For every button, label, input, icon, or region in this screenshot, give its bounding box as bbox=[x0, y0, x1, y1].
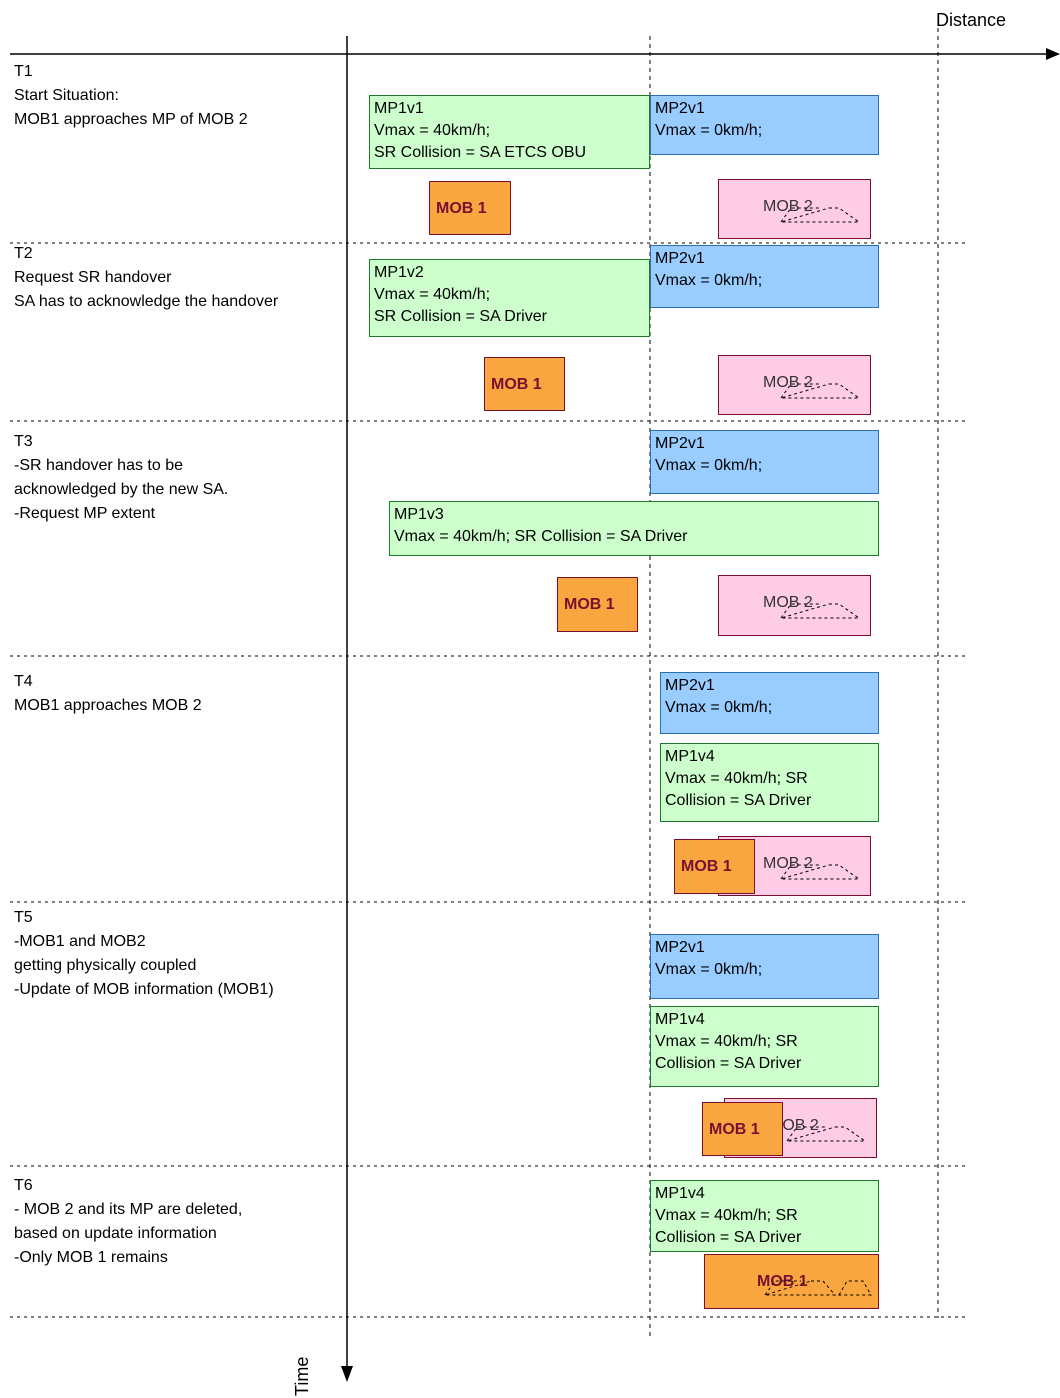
mob1-vehicle: MOB 1 bbox=[674, 839, 755, 894]
distance-axis-arrow bbox=[1046, 48, 1060, 60]
mob-label: MOB 2 bbox=[763, 198, 813, 215]
phase-description: -SR handover has to be acknowledged by t… bbox=[14, 457, 229, 522]
mob2-vehicle: MOB 2 bbox=[718, 355, 871, 415]
mob-label: MOB 1 bbox=[681, 858, 732, 875]
vehicle-outline-icon bbox=[780, 383, 861, 399]
mob-label: MOB 1 bbox=[436, 200, 487, 217]
mp1-box: MP1v2 Vmax = 40km/h; SR Collision = SA D… bbox=[369, 259, 650, 337]
vehicle-outline-icon bbox=[780, 603, 861, 619]
mp1-box: MP1v3 Vmax = 40km/h; SR Collision = SA D… bbox=[389, 501, 879, 556]
phase-id: T5 bbox=[14, 909, 33, 926]
distance-axis-label: Distance bbox=[936, 10, 1007, 30]
mp2-box: MP2v1 Vmax = 0km/h; bbox=[650, 430, 879, 494]
mp2-box: MP2v1 Vmax = 0km/h; bbox=[660, 672, 879, 734]
vehicle-outline-icon bbox=[780, 207, 861, 223]
mob-label: MOB 2 bbox=[763, 855, 813, 872]
phase-separators bbox=[10, 242, 968, 1318]
mp2-box: MP2v1 Vmax = 0km/h; bbox=[650, 95, 879, 155]
mp1-box: MP1v1 Vmax = 40km/h; SR Collision = SA E… bbox=[369, 95, 650, 169]
mp1-box: MP1v4 Vmax = 40km/h; SR Collision = SA D… bbox=[660, 743, 879, 822]
mob1-vehicle: MOB 1 bbox=[429, 181, 511, 235]
phase-id: T1 bbox=[14, 63, 33, 80]
phase-id: T2 bbox=[14, 245, 33, 262]
phase-description: Request SR handover SA has to acknowledg… bbox=[14, 269, 279, 310]
time-axis-arrow bbox=[341, 1366, 353, 1382]
phase-id: T4 bbox=[14, 673, 33, 690]
vehicle-outline-icon bbox=[786, 1126, 867, 1142]
phase-id: T6 bbox=[14, 1177, 33, 1194]
mp1-box: MP1v4 Vmax = 40km/h; SR Collision = SA D… bbox=[650, 1180, 879, 1252]
mob1-vehicle: MOB 1 bbox=[484, 357, 565, 411]
mob-label: MOB 2 bbox=[763, 594, 813, 611]
mob-label: MOB 1 bbox=[709, 1121, 760, 1138]
mob-label: MOB 1 bbox=[491, 376, 542, 393]
mob1-vehicle: MOB 1 bbox=[702, 1102, 783, 1156]
mob1-vehicle: MOB 1 bbox=[557, 577, 638, 632]
phase-id: T3 bbox=[14, 433, 33, 450]
mp2-box: MP2v1 Vmax = 0km/h; bbox=[650, 934, 879, 999]
mob1-vehicle-coupled: MOB 1 bbox=[704, 1254, 879, 1309]
vehicle-outline-icon bbox=[780, 864, 861, 880]
mob-label: MOB 1 bbox=[564, 596, 615, 613]
mp1-box: MP1v4 Vmax = 40km/h; SR Collision = SA D… bbox=[650, 1006, 879, 1087]
mob2-vehicle: MOB 2 bbox=[718, 179, 871, 239]
phase-description: - MOB 2 and its MP are deleted, based on… bbox=[14, 1201, 243, 1266]
time-axis-label: Time bbox=[292, 1356, 312, 1396]
mob2-vehicle: MOB 2 bbox=[718, 575, 871, 636]
phase-description: Start Situation: MOB1 approaches MP of M… bbox=[14, 87, 248, 128]
phase-description: -MOB1 and MOB2 getting physically couple… bbox=[14, 933, 274, 998]
phase-description: MOB1 approaches MOB 2 bbox=[14, 697, 202, 714]
mp2-box: MP2v1 Vmax = 0km/h; bbox=[650, 245, 879, 308]
mob-label: MOB 2 bbox=[763, 374, 813, 391]
vehicle-outline-icon bbox=[764, 1280, 872, 1296]
